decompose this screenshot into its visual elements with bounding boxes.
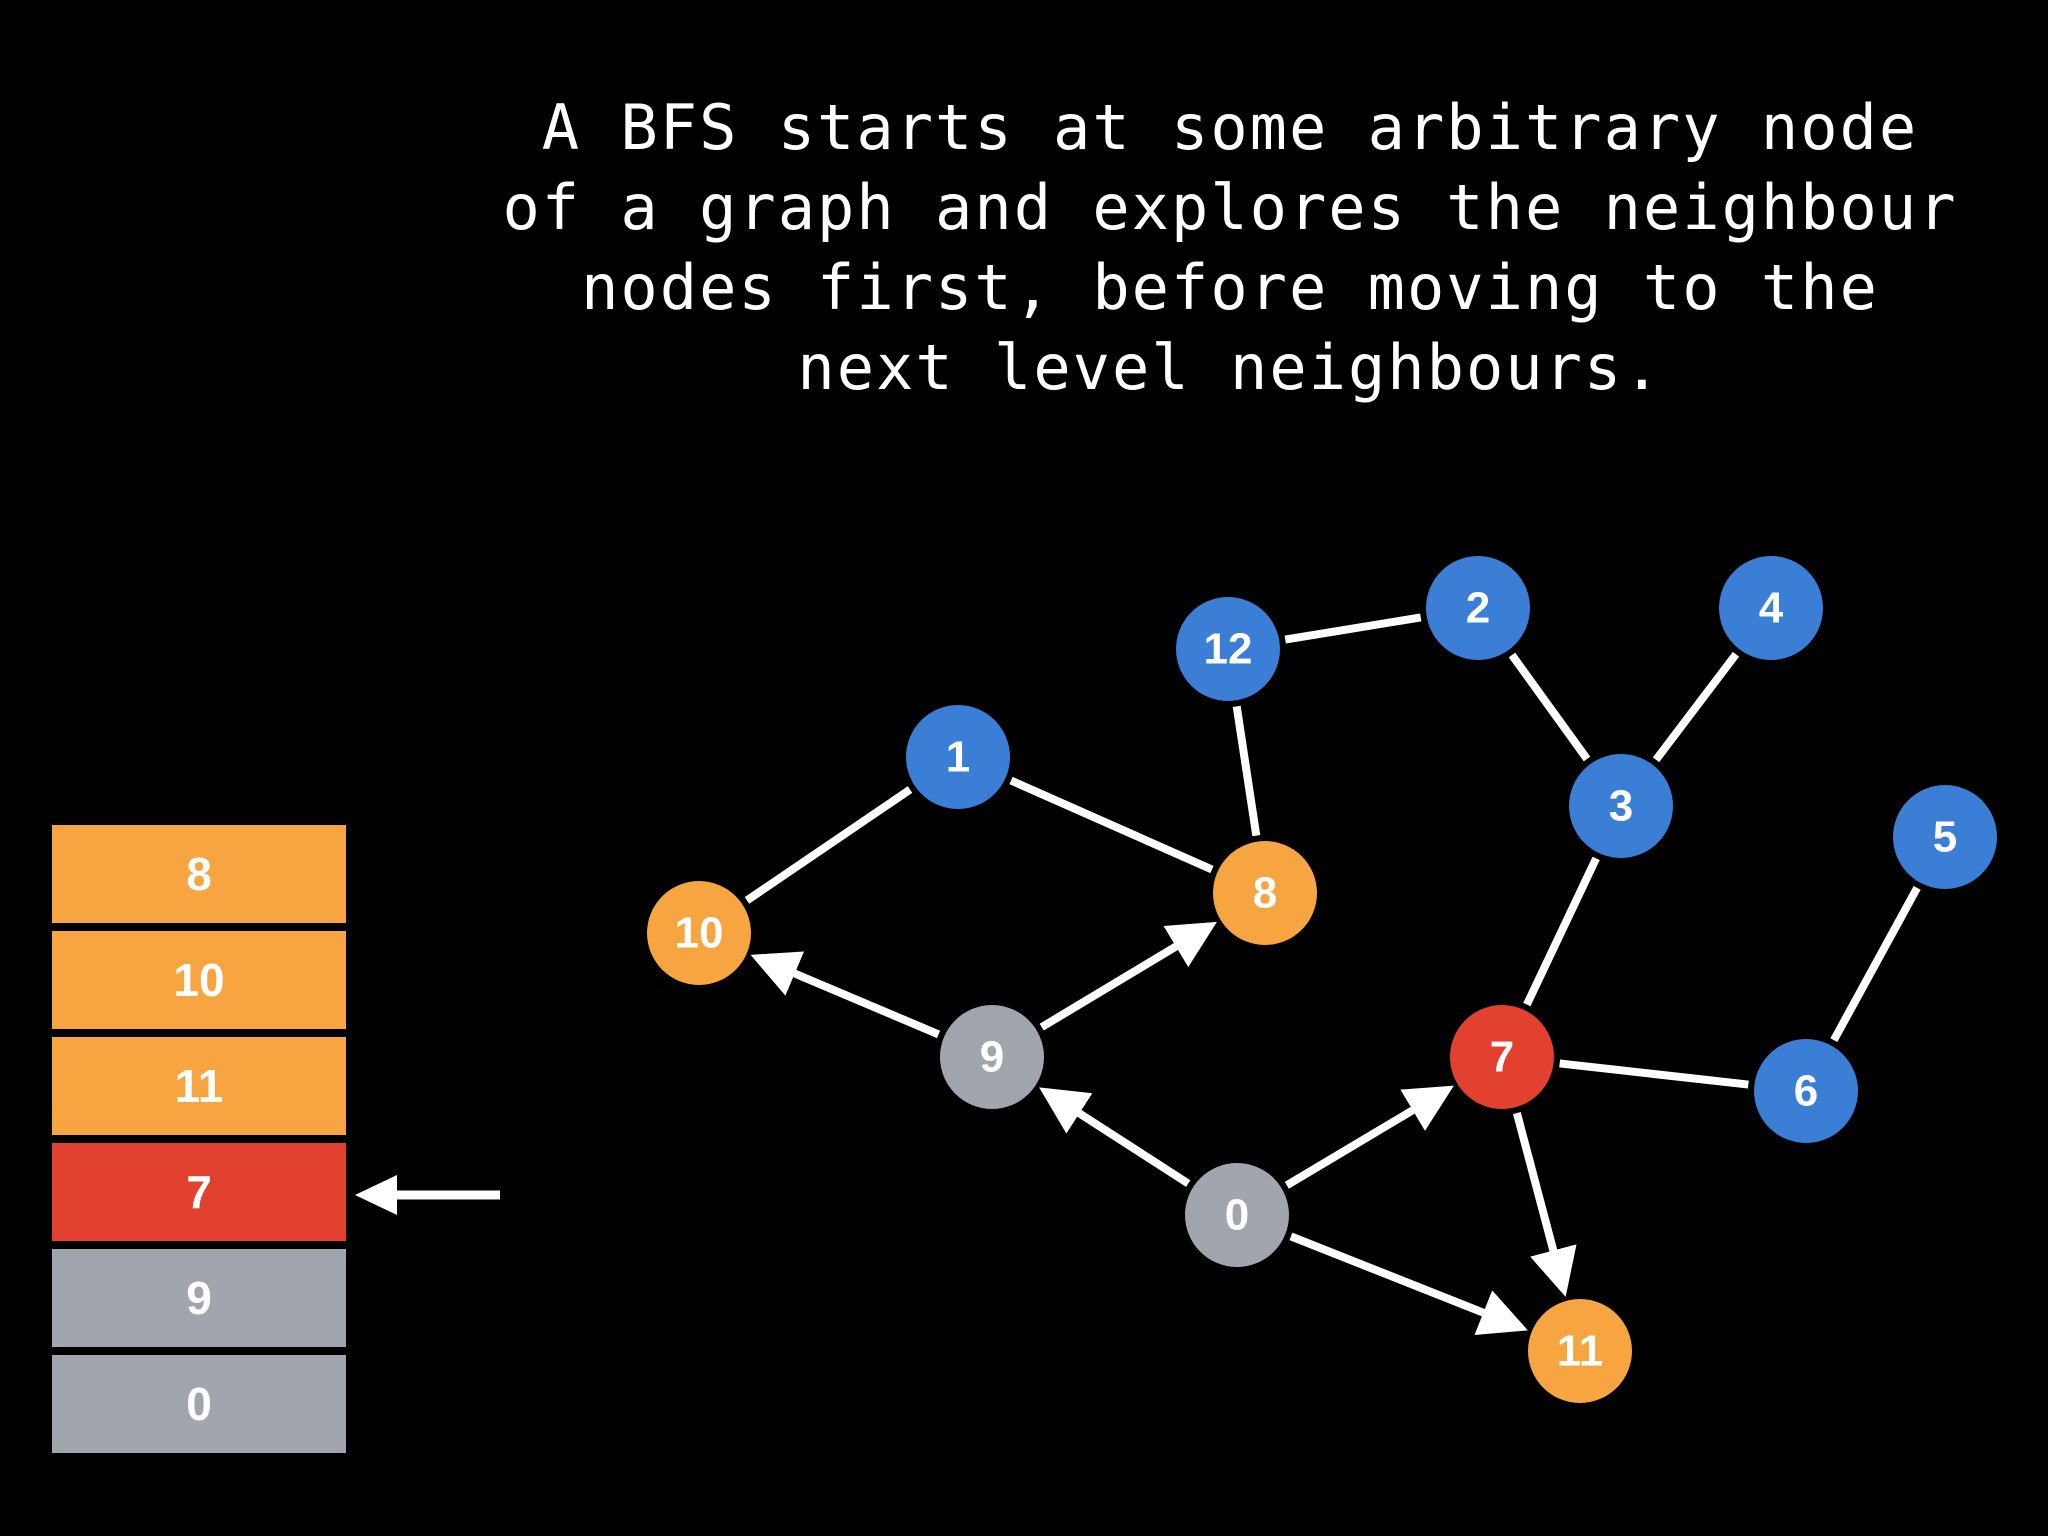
edge-1-10 <box>744 786 913 904</box>
edge-9-10 <box>750 951 941 1039</box>
node-5: 5 <box>1893 785 1997 889</box>
node-circle-9 <box>940 1005 1044 1109</box>
edge-4-3 <box>1652 651 1740 763</box>
edge-12-8 <box>1232 705 1261 837</box>
caption-line: A BFS starts at some arbitrary node <box>541 91 1919 164</box>
node-circle-4 <box>1719 556 1823 660</box>
node-circle-12 <box>1176 597 1280 701</box>
edge-5-6 <box>1830 885 1921 1043</box>
edge-0-9 <box>1039 1087 1191 1187</box>
caption-line: nodes first, before moving to the <box>581 251 1879 324</box>
edges <box>744 613 1921 1335</box>
node-label-12: 12 <box>1204 625 1253 674</box>
queue-cell-10: 10 <box>52 931 346 1029</box>
node-label-3: 3 <box>1609 782 1633 831</box>
node-label-10: 10 <box>675 909 724 958</box>
node-7: 7 <box>1450 1005 1554 1109</box>
queue-cell-7: 7 <box>52 1143 346 1241</box>
node-4: 4 <box>1719 556 1823 660</box>
node-1: 1 <box>906 705 1010 809</box>
node-2: 2 <box>1426 556 1530 660</box>
caption: A BFS starts at some arbitrary node of a… <box>420 88 2040 408</box>
node-circle-10 <box>647 881 751 985</box>
node-label-11: 11 <box>1557 1327 1604 1376</box>
node-8: 8 <box>1213 841 1317 945</box>
node-circle-0 <box>1185 1163 1289 1267</box>
node-9: 9 <box>940 1005 1044 1109</box>
node-label-5: 5 <box>1933 813 1957 862</box>
node-12: 12 <box>1176 597 1280 701</box>
node-circle-3 <box>1569 754 1673 858</box>
node-label-8: 8 <box>1253 869 1277 918</box>
edge-7-11 <box>1513 1112 1577 1297</box>
edge-0-7 <box>1284 1085 1454 1189</box>
node-10: 10 <box>647 881 751 985</box>
edge-1-8 <box>1009 776 1214 874</box>
queue-cell-0: 0 <box>52 1355 346 1453</box>
node-label-9: 9 <box>980 1033 1004 1082</box>
edge-7-6 <box>1559 1059 1749 1089</box>
edge-12-2 <box>1284 613 1422 644</box>
node-label-6: 6 <box>1794 1067 1818 1116</box>
node-label-7: 7 <box>1490 1033 1514 1082</box>
node-circle-1 <box>906 705 1010 809</box>
edge-2-3 <box>1508 652 1591 762</box>
edge-9-8 <box>1039 921 1217 1031</box>
left-arrow-icon <box>355 1175 500 1215</box>
node-11: 11 <box>1528 1299 1632 1403</box>
node-6: 6 <box>1754 1039 1858 1143</box>
node-label-2: 2 <box>1466 584 1490 633</box>
node-circle-5 <box>1893 785 1997 889</box>
node-circle-6 <box>1754 1039 1858 1143</box>
node-circle-11 <box>1528 1299 1632 1403</box>
edge-0-11 <box>1289 1232 1528 1335</box>
edge-3-7 <box>1523 856 1600 1007</box>
node-label-1: 1 <box>946 733 970 782</box>
queue-cell-11: 11 <box>52 1037 346 1135</box>
node-label-4: 4 <box>1759 584 1784 633</box>
node-0: 0 <box>1185 1163 1289 1267</box>
node-circle-8 <box>1213 841 1317 945</box>
node-label-0: 0 <box>1225 1191 1249 1240</box>
queue-cell-9: 9 <box>52 1249 346 1347</box>
queue-cell-8: 8 <box>52 825 346 923</box>
caption-line: of a graph and explores the neighbour <box>502 171 1958 244</box>
node-circle-2 <box>1426 556 1530 660</box>
caption-line: next level neighbours. <box>797 331 1663 404</box>
node-circle-7 <box>1450 1005 1554 1109</box>
node-3: 3 <box>1569 754 1673 858</box>
